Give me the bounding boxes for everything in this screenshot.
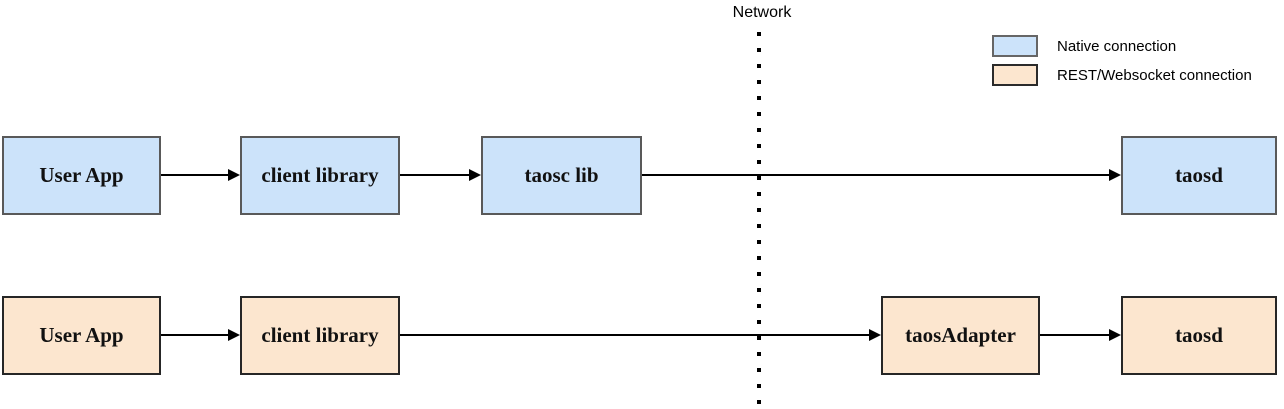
node-native-client-library: client library: [240, 136, 400, 215]
node-rest-taosd: taosd: [1121, 296, 1277, 375]
arrow-rest-userapp-to-clientlibrary: [161, 329, 240, 341]
arrow-native-clientlibrary-to-taosclib: [400, 169, 481, 181]
node-rest-user-app: User App: [2, 296, 161, 375]
arrow-rest-taosadapter-to-taosd: [1040, 329, 1121, 341]
node-rest-client-library: client library: [240, 296, 400, 375]
arrow-rest-clientlibrary-to-taosadapter: [400, 329, 881, 341]
node-rest-taosadapter: taosAdapter: [881, 296, 1040, 375]
network-label: Network: [732, 4, 792, 21]
node-native-taosc-lib: taosc lib: [481, 136, 642, 215]
arrow-native-userapp-to-clientlibrary: [161, 169, 240, 181]
node-native-taosd: taosd: [1121, 136, 1277, 215]
legend-swatch-native-connection: [992, 35, 1038, 57]
node-native-user-app: User App: [2, 136, 161, 215]
legend-label-rest-websocket-connection: REST/Websocket connection: [1057, 67, 1252, 84]
legend-label-native-connection: Native connection: [1057, 38, 1177, 55]
network-divider-dotted-line: [757, 32, 761, 409]
legend-swatch-rest-websocket-connection: [992, 64, 1038, 86]
arrow-native-taosclib-to-taosd: [642, 169, 1121, 181]
